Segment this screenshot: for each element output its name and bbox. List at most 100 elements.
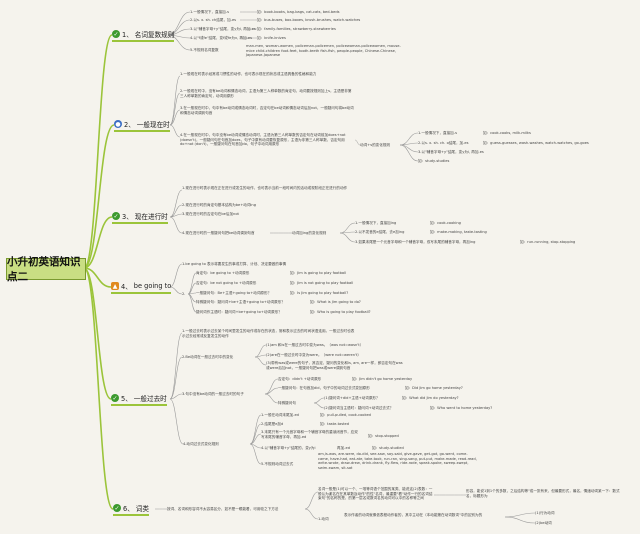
connector-line <box>83 267 114 510</box>
section-3-label: 现在进行时 <box>134 213 168 221</box>
s2-example: 如：cook-cooks, milk-milks <box>483 131 531 135</box>
section-4-label: be going to <box>133 282 172 290</box>
s6-noun-note: 名词一般是(1)可以一个、一堆等词语个范围的某类、能说这(2)表数：一般认为谢名… <box>318 487 433 501</box>
s4-form: 否定句：be not going to +动词原形 <box>196 281 257 285</box>
connector-line <box>504 512 536 518</box>
s5-subtopic[interactable]: 4.动词过去式变化规则 <box>183 442 219 446</box>
connector-line <box>83 124 115 269</box>
s4-example: 如：Who is going to play football? <box>310 310 371 314</box>
s5-subtopic[interactable]: 3.句中没有be动词的一般过去时的句子 <box>182 392 244 396</box>
s3-rule: 2.以不发音的e结尾，去e加ing <box>355 230 405 234</box>
s3-example: 如：run-running, stop-stopping <box>520 240 576 244</box>
connector-line <box>304 508 319 520</box>
connector-line <box>339 232 356 243</box>
s1-example: 如：bus-buses, box-boxes, brush-brushes, w… <box>257 18 361 22</box>
s4-example: 如：What is Jim going to do? <box>310 300 361 304</box>
s4-example: 如：Jim is going to play football <box>290 271 347 275</box>
s4-form: 肯定句：be going to +动词原形 <box>196 271 250 275</box>
root-topic[interactable]: 小升初英语知识点二 <box>6 256 86 283</box>
connector-line <box>504 516 536 524</box>
connector-line <box>254 354 267 358</box>
connector-line <box>169 393 183 400</box>
s2-rule: 3.以"辅音字母+y"结尾，变y为i, 再加-es <box>418 150 484 154</box>
connector-line <box>167 34 191 51</box>
s5-example: 如：stop-stopped <box>368 434 399 438</box>
s2-rule: 1.一般情况下，直接加-s <box>418 131 457 135</box>
green-check-icon: ✓ <box>113 504 121 512</box>
section-5-label: 一般过去时 <box>133 395 167 403</box>
connector-line <box>399 144 419 153</box>
section-2-num: 2、 <box>124 121 135 129</box>
section-6-node[interactable]: ✓ 6、词类 <box>113 503 149 516</box>
green-check-icon: ✓ <box>112 30 120 38</box>
s2-subtopic[interactable]: 动词+s的变化规则 <box>360 143 391 147</box>
s5-example: 如：pull-pulled, cook-cooked <box>320 413 371 417</box>
connector-line <box>169 92 181 126</box>
s5-rule: (1)am 和is在一般过去时中变为was。（was not=wasn't） <box>266 343 364 347</box>
green-check-icon: ✓ <box>111 394 119 402</box>
connector-line <box>399 144 419 162</box>
s3-example: 如：make-making, taste-tasting <box>430 230 487 234</box>
section-4-node[interactable]: ▲ 4、be going to <box>111 281 172 294</box>
s6-subtopic[interactable]: 1.动词 <box>318 517 329 521</box>
connector-line <box>313 402 325 409</box>
connector-line <box>399 142 419 146</box>
s2-rule: 2.以s. x. sh. ch. o结尾，加-es <box>418 141 469 145</box>
connector-line <box>167 11 191 36</box>
s1-rule: 5.不规则名词复数 <box>190 48 219 52</box>
connector-line <box>169 213 183 218</box>
section-2-node[interactable]: ● 2、一般现在时 <box>114 119 170 132</box>
s5-example: 如：Who went to home yesterday? <box>430 406 493 410</box>
green-check-icon: ✓ <box>112 212 120 220</box>
connector-line <box>249 423 262 445</box>
section-1-node[interactable]: ✓ 1、名词复数规则 <box>112 29 175 42</box>
connector-line <box>264 393 279 404</box>
connector-line <box>169 332 183 400</box>
s5-example: 如：Did Jim go home yesterday? <box>405 386 463 390</box>
s5-irregular-list: am,is-was, are-were, do-did, see-saw, sa… <box>318 452 477 470</box>
s6-intro: 按词、名词和形容词不太容易区分，如不是一眼能看，可用较之下方法 <box>167 507 279 511</box>
s5-rule: (2)are在一般过去时中变为were。（were not=weren't） <box>266 353 362 357</box>
section-3-num: 3、 <box>122 213 133 221</box>
connector-line <box>254 356 267 366</box>
connector-line <box>249 433 262 445</box>
section-6-num: 6、 <box>123 505 134 513</box>
s4-form: 特殊疑问句：疑问词+be+主语+going to+动词原形？ <box>196 300 285 304</box>
connector-line <box>169 109 181 126</box>
s5-point: 1.一般过去时表示过去某个时间里发生的动作或存在的状态，常和表示过去的时间状语连… <box>182 329 355 338</box>
s2-example: 如：study-studies <box>418 159 450 163</box>
connector-line <box>169 398 184 445</box>
connector-line <box>249 443 262 449</box>
s3-rule: 3.如果末尾是一个元音字母和一个辅音字母，双写末尾的辅音字母，再加ing <box>355 240 476 244</box>
root-title: 小升初英语知识点二 <box>7 256 81 283</box>
connector-line <box>83 34 113 269</box>
s5-form: (1)疑问词+did+主语+动词原形？ <box>324 396 380 400</box>
s3-subtopic[interactable]: 动词加ing的变化规则 <box>292 231 327 235</box>
s2-example: 如：guess-guesses, wash-washes, watch-watc… <box>483 141 589 145</box>
s3-example: 如：cook-cooking <box>430 221 461 225</box>
s5-subtopic[interactable]: 特殊疑问句 <box>278 401 296 405</box>
s5-form: 一般疑问句：在句首加did，句子中的动词过去式变回原形 <box>278 386 370 390</box>
s3-rule: 1.一般情况下，直接加ing <box>355 221 397 225</box>
s5-rule: 2.结尾是e加d <box>261 422 284 426</box>
connector-line <box>249 443 262 465</box>
s5-subtopic[interactable]: 2.Be动词在一般过去时中的变化 <box>182 355 234 359</box>
connector-line <box>264 387 279 395</box>
section-4-num: 4、 <box>121 283 132 291</box>
s2-point: 2.一般现在时中，没有be动词和情态动词，主语为第三人称单数的肯定句，动词要按规… <box>180 89 352 98</box>
connector-line <box>169 263 183 288</box>
connector-line <box>83 216 113 269</box>
section-2-label: 一般现在时 <box>136 121 170 129</box>
connector-line <box>169 124 181 138</box>
connector-line <box>169 356 183 400</box>
section-1-num: 1、 <box>122 31 133 39</box>
s6-verb-type: (1)行为动词 <box>535 511 555 515</box>
section-5-node[interactable]: ✓ 5、一般过去时 <box>111 393 167 406</box>
section-3-node[interactable]: ✓ 3、现在进行时 <box>112 211 168 224</box>
s3-point: 4.现在进行时的一般疑问句把be动词调到句首 <box>182 231 255 235</box>
s1-irregular-list: man-men, woman-women, policeman-policeme… <box>246 44 401 58</box>
s5-rule: 3.末尾只有一个元音字母和一个辅音字母的重读闭音节，应双写末尾的辅音字母，再加-… <box>261 430 358 439</box>
connector-line <box>354 139 361 146</box>
section-1-label: 名词复数规则 <box>134 31 175 39</box>
